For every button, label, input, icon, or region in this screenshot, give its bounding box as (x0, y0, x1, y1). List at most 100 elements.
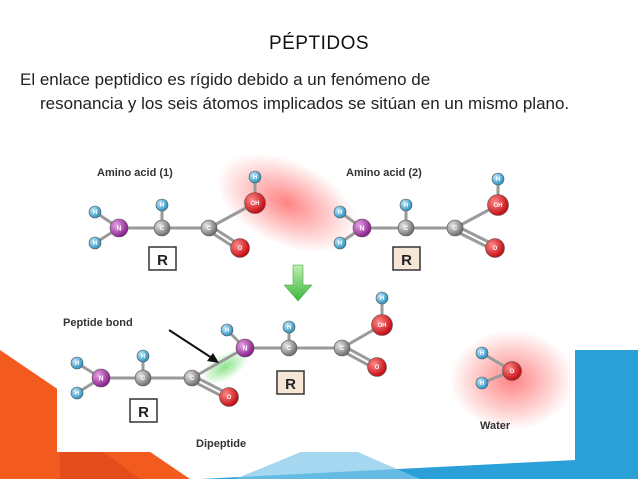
atom-sphere-aa2-c-alpha (397, 219, 415, 237)
atom-dp-o2: O (367, 357, 387, 377)
atom-sphere-dp-oh (371, 314, 393, 336)
atom-label-dp-h-n2: H (225, 328, 229, 334)
atom-label-dp-h-n-bottom: H (75, 391, 79, 397)
atom-aa1-c-alpha: C (153, 219, 171, 237)
bond-dp-c-carbonyl1-dp-n2 (190, 346, 247, 380)
atom-label-dp-c-alpha1: C (141, 376, 146, 382)
atom-label-dp-o2: O (375, 365, 380, 371)
atom-sphere-dp-o1 (219, 387, 239, 407)
atom-sphere-water-h-top (475, 346, 489, 360)
atom-label-aa1-h-n-top: H (93, 210, 97, 216)
r-group-label-2: R (401, 252, 412, 269)
atom-label-aa1-o: O (238, 246, 243, 252)
atom-sphere-dp-c-alpha1 (134, 369, 152, 387)
atom-sphere-dp-o2 (367, 357, 387, 377)
atom-water-o: O (502, 361, 522, 381)
body-text-line1: El enlace peptidico es rígido debido a u… (20, 70, 431, 89)
atom-sphere-aa2-oh (487, 194, 509, 216)
atom-aa2-n: N (352, 218, 372, 238)
atom-aa1-oh: OH (244, 192, 266, 214)
atom-label-dp-h-alpha1: H (141, 354, 145, 360)
atom-label-aa2-o: O (493, 246, 498, 252)
atom-dp-c-carbonyl1: C (183, 369, 201, 387)
atom-aa2-c-carbonyl: C (446, 219, 464, 237)
atom-label-aa2-n: N (359, 226, 364, 233)
atom-label-aa1-oh: OH (251, 201, 260, 207)
atom-dp-h-alpha1: H (136, 349, 150, 363)
atom-sphere-dp-c-carbonyl1 (183, 369, 201, 387)
r-group-label-4: R (285, 376, 296, 393)
atom-sphere-water-h-bottom (475, 376, 489, 390)
atom-sphere-aa1-oh (244, 192, 266, 214)
r-group-box-2: R (392, 246, 421, 271)
atom-label-dp-h-oh: H (380, 296, 384, 302)
atom-aa2-c-alpha: C (397, 219, 415, 237)
atom-aa1-h-n-top: H (88, 205, 102, 219)
r-group-box-3: R (129, 398, 158, 423)
atom-sphere-aa2-o (485, 238, 505, 258)
atom-label-water-h-top: H (480, 351, 484, 357)
atom-label-dp-n2: N (242, 346, 247, 353)
atom-aa2-h-n-top: H (333, 205, 347, 219)
atom-sphere-aa1-c-alpha (153, 219, 171, 237)
atom-sphere-aa1-h-n-top (88, 205, 102, 219)
atom-sphere-dp-h-alpha2 (282, 320, 296, 334)
dipeptide-label: Dipeptide (196, 438, 246, 450)
atom-sphere-dp-n1 (91, 368, 111, 388)
atom-label-aa1-h-oh: H (253, 175, 257, 181)
atom-aa1-h-alpha: H (155, 198, 169, 212)
atom-sphere-dp-c-alpha2 (280, 339, 298, 357)
atom-sphere-aa1-o (230, 238, 250, 258)
atom-label-aa1-h-alpha: H (160, 203, 164, 209)
blue-band-decor (200, 350, 638, 479)
atom-sphere-dp-h-oh (375, 291, 389, 305)
atom-sphere-aa1-h-alpha (155, 198, 169, 212)
atom-dp-h-alpha2: H (282, 320, 296, 334)
atom-label-dp-c-alpha2: C (287, 346, 292, 352)
atom-label-dp-o1: O (227, 395, 232, 401)
water-label: Water (480, 420, 511, 432)
atom-aa2-h-n-bottom: H (333, 236, 347, 250)
atom-aa1-n: N (109, 218, 129, 238)
blue-light-decor (235, 440, 420, 479)
atom-aa2-oh: OH (487, 194, 509, 216)
r-group-label-3: R (138, 404, 149, 421)
atom-label-aa2-c-alpha: C (404, 226, 409, 232)
body-text-rest: resonancia y los seis átomos implicados … (40, 94, 570, 113)
atom-dp-h-n-top: H (70, 356, 84, 370)
atom-label-dp-n1: N (98, 376, 103, 383)
atom-label-aa2-c-carbonyl: C (453, 226, 458, 232)
atom-aa1-h-n-bottom: H (88, 236, 102, 250)
atom-label-aa1-n: N (116, 226, 121, 233)
atom-sphere-aa2-h-oh (491, 172, 505, 186)
r-group-label-1: R (157, 252, 168, 269)
atom-dp-o1: O (219, 387, 239, 407)
slide-title: PÉPTIDOS (268, 33, 370, 54)
atom-sphere-aa2-h-n-top (333, 205, 347, 219)
atom-sphere-dp-n2 (235, 338, 255, 358)
atom-label-aa2-h-n-top: H (338, 210, 342, 216)
atom-sphere-aa1-h-n-bottom (88, 236, 102, 250)
atom-dp-c-carbonyl2: C (333, 339, 351, 357)
atom-dp-h-n2: H (220, 323, 234, 337)
reaction-arrow-icon (283, 264, 313, 302)
atom-sphere-water-o (502, 361, 522, 381)
atom-label-aa2-h-alpha: H (404, 203, 408, 209)
atom-sphere-dp-h-n-bottom (70, 386, 84, 400)
atom-sphere-dp-c-carbonyl2 (333, 339, 351, 357)
atom-sphere-aa1-n (109, 218, 129, 238)
r-group-box-1: R (148, 246, 177, 271)
atom-dp-oh: OH (371, 314, 393, 336)
atom-sphere-aa1-h-oh (248, 170, 262, 184)
atom-sphere-aa1-c-carbonyl (200, 219, 218, 237)
atom-dp-c-alpha1: C (134, 369, 152, 387)
atom-dp-h-n-bottom: H (70, 386, 84, 400)
atom-sphere-dp-h-n2 (220, 323, 234, 337)
peptide-bond-label: Peptide bond (63, 317, 133, 329)
atom-sphere-aa2-h-n-bottom (333, 236, 347, 250)
atom-aa1-h-oh: H (248, 170, 262, 184)
atom-label-aa1-h-n-bottom: H (93, 241, 97, 247)
